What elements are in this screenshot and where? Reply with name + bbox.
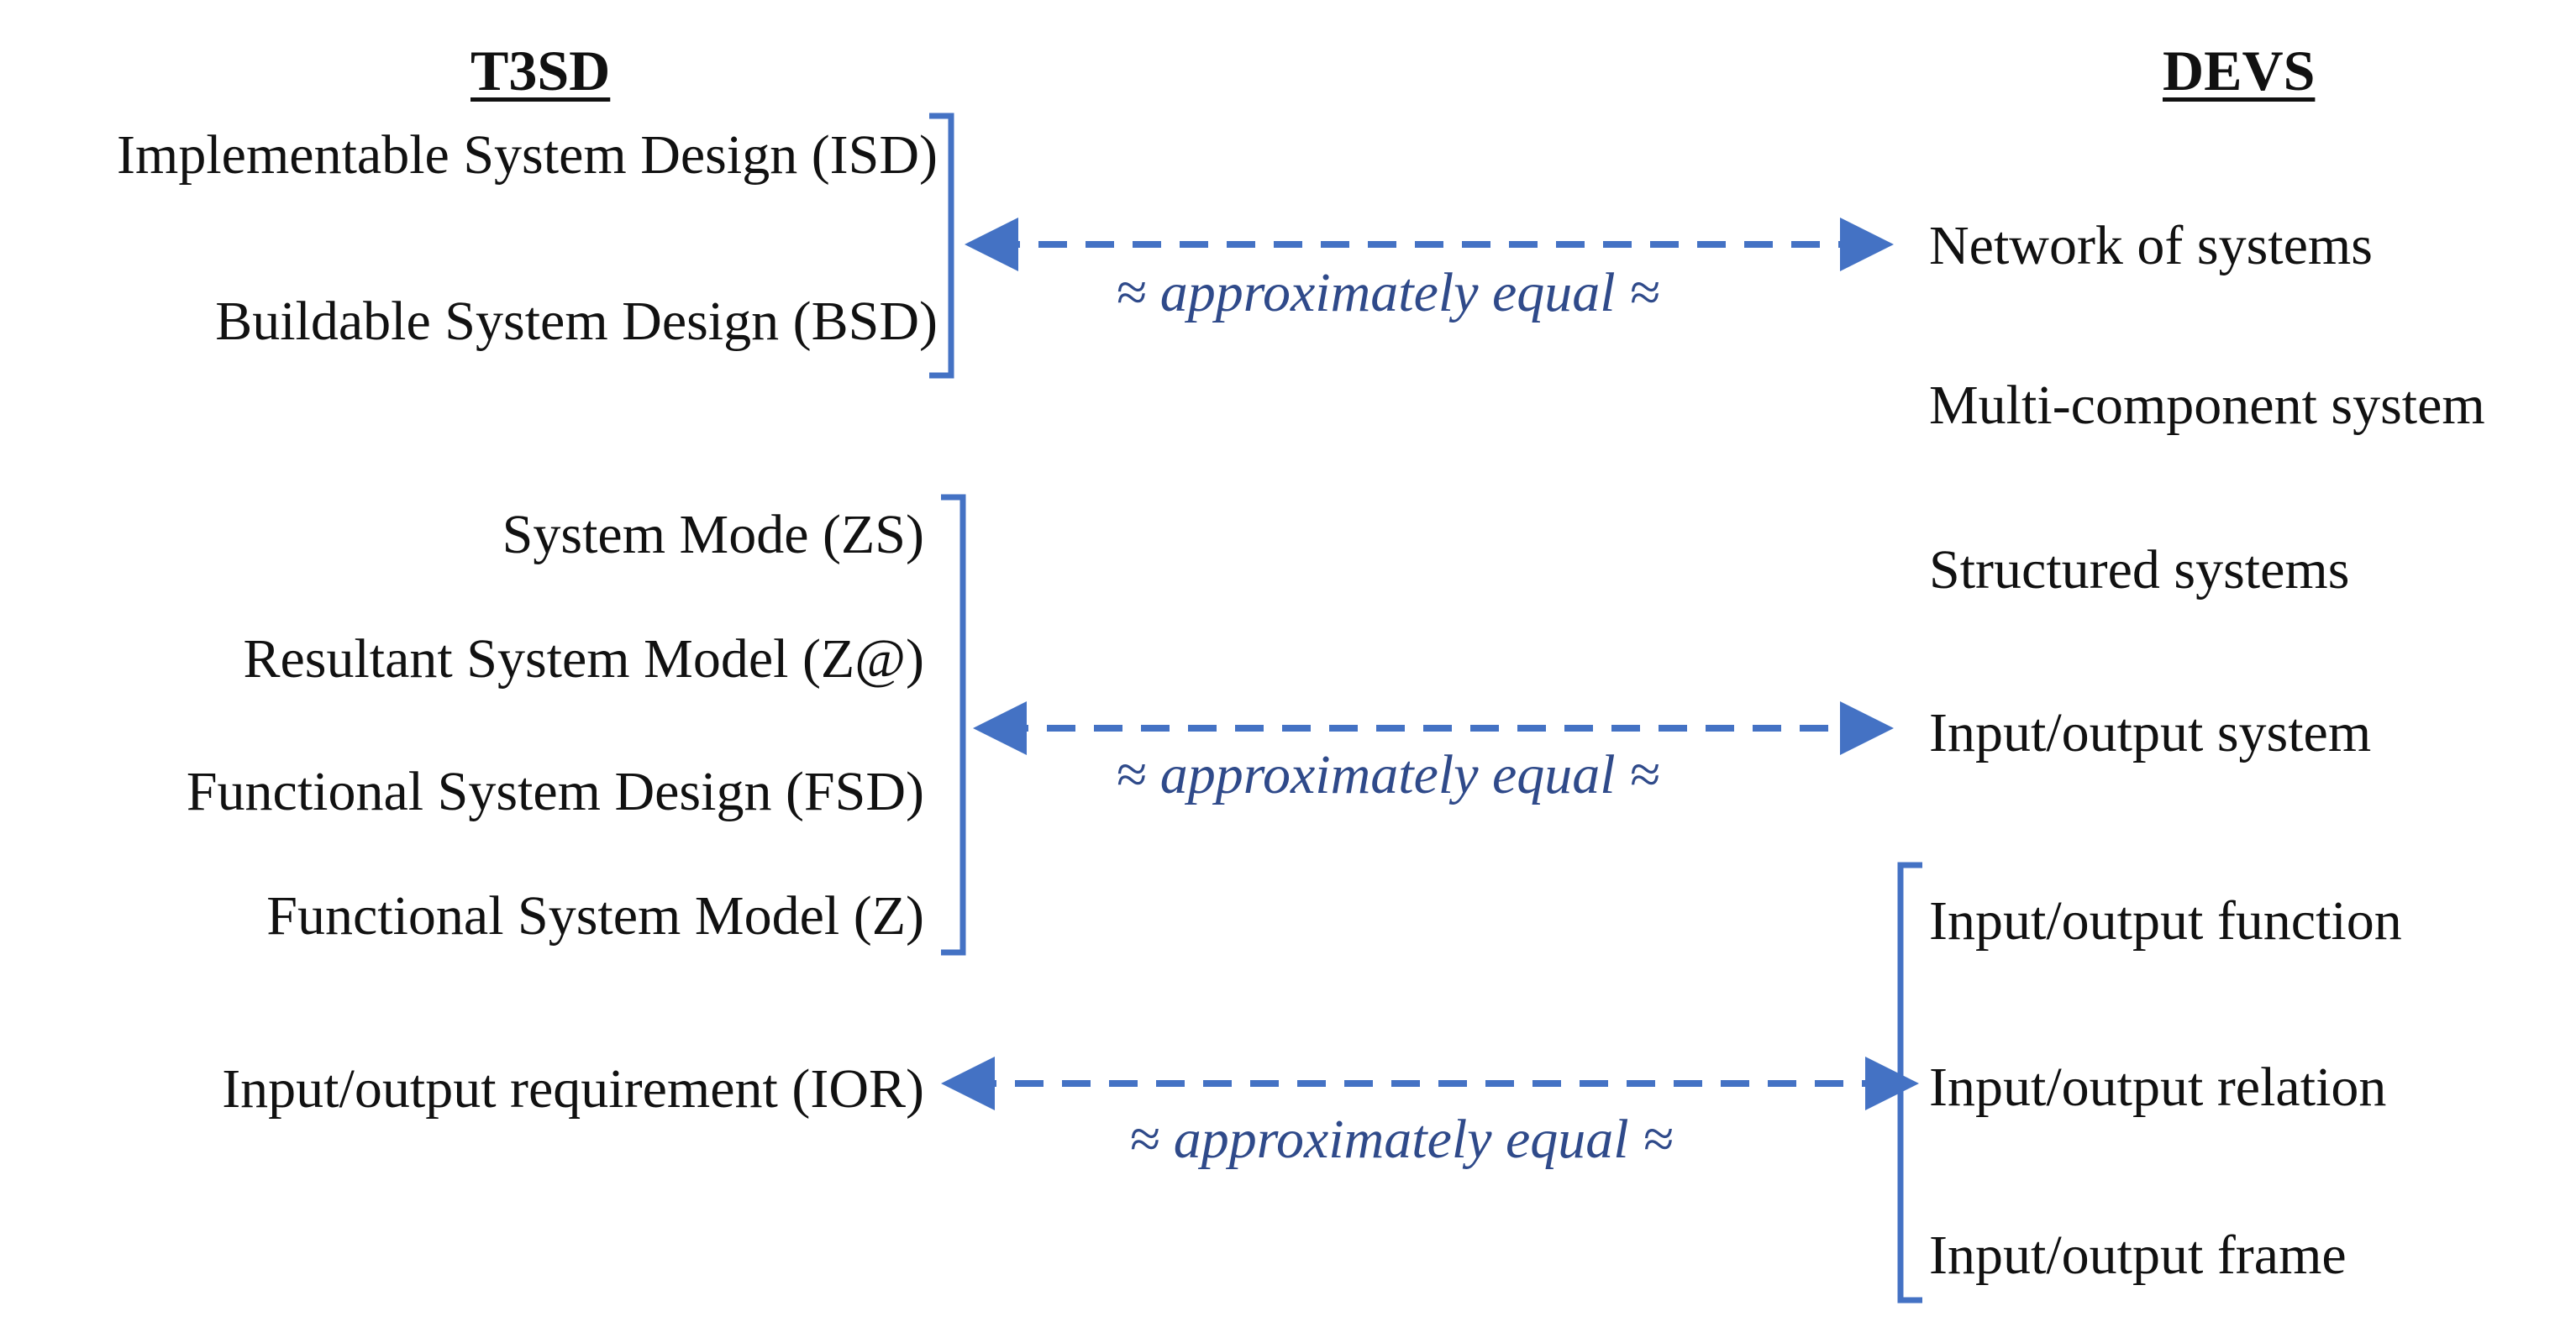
bracket-isd-bsd <box>929 113 954 379</box>
devs-item-network: Network of systems <box>1929 215 2373 276</box>
bracket-io-function-frame <box>1897 862 1922 1304</box>
t3sd-item-z-at: Resultant System Model (Z@) <box>243 628 924 690</box>
devs-item-multi-component: Multi-component system <box>1929 375 2485 436</box>
t3sd-item-ior: Input/output requirement (IOR) <box>222 1058 924 1120</box>
t3sd-header: T3SD <box>471 39 611 102</box>
devs-item-io-system: Input/output system <box>1929 702 2372 763</box>
t3sd-item-z: Functional System Model (Z) <box>266 885 924 947</box>
relation-label-2: ≈ approximately equal ≈ <box>1116 744 1660 805</box>
devs-item-io-relation: Input/output relation <box>1929 1057 2387 1118</box>
devs-item-structured: Structured systems <box>1929 539 2350 601</box>
relation-label-1: ≈ approximately equal ≈ <box>1116 262 1660 323</box>
devs-item-io-function: Input/output function <box>1929 890 2402 952</box>
t3sd-item-isd: Implementable System Design (ISD) <box>117 124 938 186</box>
t3sd-item-zs: System Mode (ZS) <box>502 504 924 565</box>
bracket-zs-z <box>941 494 966 956</box>
relation-label-3: ≈ approximately equal ≈ <box>1129 1109 1674 1170</box>
devs-item-io-frame: Input/output frame <box>1929 1225 2347 1286</box>
t3sd-item-bsd: Buildable System Design (BSD) <box>215 291 938 352</box>
devs-header: DEVS <box>2163 39 2316 102</box>
t3sd-item-fsd: Functional System Design (FSD) <box>186 761 924 822</box>
